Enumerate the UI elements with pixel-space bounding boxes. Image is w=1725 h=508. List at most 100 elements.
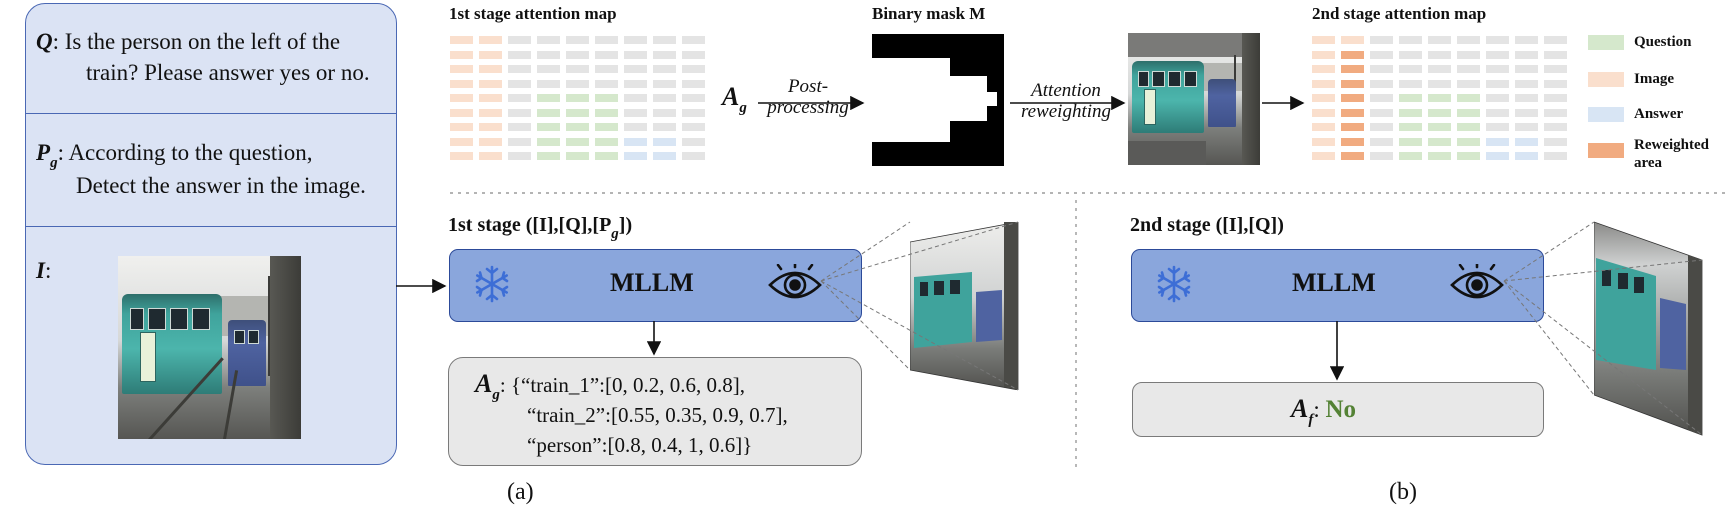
stage1-attended-image-frame	[909, 221, 1020, 391]
mask-foreground	[872, 58, 997, 142]
first-map-cell	[653, 50, 676, 59]
first-map-cell	[624, 123, 647, 131]
second-map-cell	[1486, 79, 1509, 88]
stage2-image-wall	[1688, 255, 1702, 435]
first-map-cell	[479, 152, 502, 160]
second-map-cell	[1428, 137, 1451, 146]
stage2-title: 2nd stage ([I],[Q])	[1130, 214, 1284, 236]
prompt-subscript: g	[50, 155, 58, 171]
stage1-image-window	[920, 282, 928, 296]
first-map-cell	[450, 108, 473, 117]
first-map-cell	[595, 137, 618, 146]
stage1-output-line-1: Ag: {“train_1”:[0, 0.2, 0.6, 0.8],	[475, 369, 745, 403]
first-map-cell	[450, 123, 473, 131]
stage1-title-end: ])	[618, 214, 633, 236]
stage2-image-window	[1602, 270, 1611, 286]
first-map-cell	[508, 123, 531, 131]
first-map-cell	[595, 108, 618, 117]
second-map-cell	[1370, 36, 1393, 44]
first-map-cell	[537, 65, 560, 73]
stage1-image-train-2	[976, 290, 1002, 342]
first-map-cell	[450, 137, 473, 146]
first-map-cell	[508, 79, 531, 88]
legend-label-question: Question	[1634, 34, 1692, 50]
legend-swatch-reweighted	[1588, 143, 1624, 158]
second-map-cell	[1370, 65, 1393, 73]
legend: Question Image Answer Reweighted area	[1588, 30, 1723, 175]
first-map-cell	[537, 137, 560, 146]
stage1-output-sub: g	[492, 387, 500, 403]
second-map-cell	[1428, 36, 1451, 44]
first-map-cell	[450, 152, 473, 160]
binary-mask-title: Binary mask M	[872, 4, 986, 23]
first-map-cell	[537, 50, 560, 59]
second-map-cell	[1544, 79, 1567, 88]
second-map-cell	[1312, 108, 1335, 117]
second-map-cell	[1486, 94, 1509, 102]
second-map-cell	[1312, 123, 1335, 131]
first-map-cell	[682, 50, 705, 59]
attention-line-1: Attention	[1031, 80, 1101, 101]
second-map-cell	[1399, 108, 1422, 117]
second-map-cell	[1399, 36, 1422, 44]
stage1-mllm-box: MLLM	[449, 249, 862, 322]
first-map-cell	[508, 36, 531, 44]
first-map-title: 1st stage attention map	[449, 4, 617, 23]
attention-line-2: reweighting	[1020, 101, 1112, 122]
question-colon: :	[52, 29, 60, 54]
second-map-cell	[1486, 50, 1509, 59]
first-map-cell	[479, 123, 502, 131]
second-map-cell	[1515, 36, 1538, 44]
legend-label-answer: Answer	[1634, 106, 1684, 122]
first-map-cell	[537, 36, 560, 44]
second-map-cell	[1428, 152, 1451, 160]
second-map-cell	[1370, 152, 1393, 160]
second-map-cell	[1428, 94, 1451, 102]
second-map-cell	[1486, 152, 1509, 160]
stage2-output-line: Af: No	[1291, 394, 1356, 428]
first-map-cell	[508, 108, 531, 117]
second-map-cell	[1515, 65, 1538, 73]
prompt-text-cont: Detect the answer in the image.	[76, 173, 366, 198]
second-map-cell	[1515, 79, 1538, 88]
prompt-line-1: According to the question,	[68, 140, 313, 165]
attention-reweighting-label: Attention reweighting	[1010, 80, 1122, 122]
ag-label: Ag	[722, 82, 747, 116]
first-map-cell	[479, 65, 502, 73]
second-map-cell	[1399, 137, 1422, 146]
first-map-cell	[682, 137, 705, 146]
first-map-cell	[682, 152, 705, 160]
second-map-cell	[1312, 94, 1335, 102]
second-map-cell	[1544, 108, 1567, 117]
stage1-output-line-3: “person”:[0.8, 0.4, 1, 0.6]}	[527, 433, 753, 457]
second-attention-map	[1312, 36, 1572, 168]
second-map-cell	[1370, 123, 1393, 131]
question-line-1: Is the person on the left of the	[64, 29, 341, 54]
first-map-cell	[537, 108, 560, 117]
second-map-cell	[1486, 123, 1509, 131]
second-map-cell	[1544, 137, 1567, 146]
first-map-cell	[450, 50, 473, 59]
second-map-cell	[1515, 50, 1538, 59]
stage2-output-symbol: A	[1291, 394, 1309, 423]
legend-swatch-image	[1588, 72, 1624, 87]
first-map-cell	[537, 79, 560, 88]
second-map-cell	[1399, 94, 1422, 102]
eye-icon	[1449, 261, 1505, 306]
second-map-cell	[1312, 50, 1335, 59]
stage1-title-sub: g	[611, 226, 619, 242]
stage1-output-text-1: {“train_1”:[0, 0.2, 0.6, 0.8],	[510, 373, 745, 397]
first-map-cell	[653, 36, 676, 44]
stage1-title-main: 1st stage ([I],[Q],[P	[448, 214, 612, 236]
prompt-text: Pg: According to the question,	[36, 137, 312, 172]
second-map-cell	[1457, 79, 1480, 88]
stage1-output-symbol: A	[475, 369, 493, 398]
first-map-cell	[653, 137, 676, 146]
second-map-cell	[1399, 123, 1422, 131]
legend-swatch-question	[1588, 35, 1624, 50]
first-map-cell	[682, 79, 705, 88]
stage1-image-window-2	[934, 281, 944, 295]
first-map-cell	[479, 137, 502, 146]
second-map-cell	[1399, 152, 1422, 160]
snowflake-icon	[1154, 264, 1194, 304]
